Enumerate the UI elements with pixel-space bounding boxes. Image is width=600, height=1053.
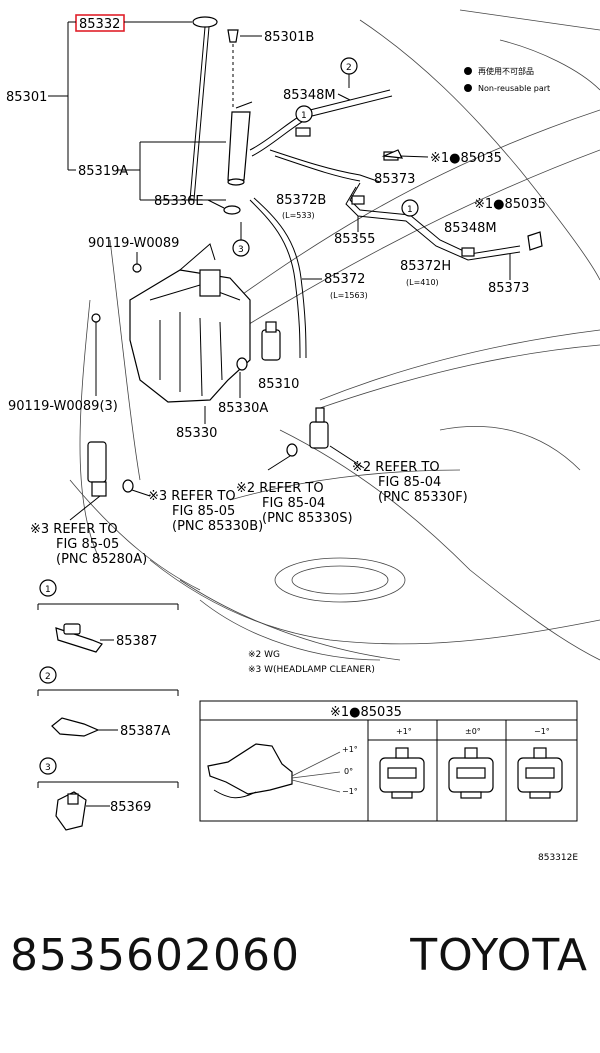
figure-code: 853312E (538, 853, 578, 863)
label-85348M-top[interactable]: 85348M (283, 88, 336, 103)
svg-text:※3 REFER TO: ※3 REFER TO (30, 522, 118, 537)
highlight-box (75, 14, 125, 32)
label-85387A[interactable]: 85387A (120, 724, 170, 739)
svg-text:(PNC 85330F): (PNC 85330F) (378, 490, 468, 505)
legend-reuse: 再使用不可部品 (478, 66, 534, 76)
svg-text:+1°: +1° (342, 745, 358, 754)
label-90119-b[interactable]: 90119-W0089(3) (8, 399, 118, 414)
callout-1-top-num: 1 (301, 111, 307, 121)
label-85035-a[interactable]: ※1●85035 (430, 151, 502, 166)
refer-85330B: ※3 REFER TO FIG 85-05 (PNC 85330B) (148, 489, 263, 534)
label-85310[interactable]: 85310 (258, 377, 299, 392)
svg-text:0°: 0° (344, 767, 353, 776)
label-85369[interactable]: 85369 (110, 800, 151, 815)
parts-diagram: 85332 85301 85301B 85319A 85336E 2 1 1 (6, 9, 600, 863)
svg-text:(PNC 85330B): (PNC 85330B) (172, 519, 263, 534)
part-number: 8535602060 (10, 930, 300, 981)
svg-text:(PNC 85330S): (PNC 85330S) (262, 511, 353, 526)
detail-title: ※1●85035 (330, 705, 402, 720)
bolt-left (91, 313, 101, 323)
footer: 8535602060 TOYOTA (0, 930, 600, 1020)
callout-3-top-num: 3 (238, 245, 244, 255)
label-85372[interactable]: 85372 (324, 272, 365, 287)
filler-neck (227, 111, 251, 181)
note-w: ※3 W(HEADLAMP CLEANER) (248, 665, 375, 675)
svg-text:±0°: ±0° (465, 727, 481, 736)
label-85330[interactable]: 85330 (176, 426, 217, 441)
svg-text:(PNC 85280A): (PNC 85280A) (56, 552, 147, 567)
svg-text:FIG 85-05: FIG 85-05 (172, 504, 235, 519)
svg-text:1: 1 (45, 585, 51, 595)
label-85372H-len: (L=410) (406, 278, 439, 287)
label-85373-b[interactable]: 85373 (488, 281, 529, 296)
seal-85336E (223, 205, 241, 215)
callout-1-mid-num: 1 (407, 205, 413, 215)
svg-text:−1°: −1° (342, 787, 358, 796)
refer-85330F: ※2 REFER TO FIG 85-04 (PNC 85330F) (352, 460, 468, 505)
brand-name: TOYOTA (410, 930, 588, 981)
label-85355[interactable]: 85355 (334, 232, 375, 247)
label-85372B[interactable]: 85372B (276, 193, 326, 208)
label-85330A[interactable]: 85330A (218, 401, 268, 416)
label-85301[interactable]: 85301 (6, 90, 47, 105)
svg-text:FIG 85-04: FIG 85-04 (378, 475, 441, 490)
label-85348M-b[interactable]: 85348M (444, 221, 497, 236)
clip-85301B (227, 29, 239, 43)
svg-text:+1°: +1° (396, 727, 412, 736)
svg-text:FIG 85-04: FIG 85-04 (262, 496, 325, 511)
callout-1-top (295, 105, 313, 123)
label-85332[interactable]: 85332 (79, 17, 120, 32)
label-90119-a[interactable]: 90119-W0089 (88, 236, 179, 251)
label-85301B[interactable]: 85301B (264, 30, 314, 45)
callout-2-top-num: 2 (346, 63, 352, 73)
callout-1-mid (401, 199, 419, 217)
cap-85332 (192, 16, 218, 28)
label-85372-len: (L=1563) (330, 291, 368, 300)
svg-text:2: 2 (45, 672, 51, 682)
svg-text:※2 REFER TO: ※2 REFER TO (236, 481, 324, 496)
label-85372B-len: (L=533) (282, 211, 315, 220)
nonreuse-dot (464, 84, 472, 92)
svg-text:FIG 85-05: FIG 85-05 (56, 537, 119, 552)
washer-tank-85330 (129, 269, 251, 403)
legend-nonreuse: Non-reusable part (478, 84, 550, 93)
label-85387[interactable]: 85387 (116, 634, 157, 649)
label-85372H[interactable]: 85372H (400, 259, 451, 274)
pump-85330F (309, 421, 329, 449)
detail-box-85035: ※1●85035 +1° ±0° −1° +1° 0° −1° (199, 700, 578, 822)
label-85373-a[interactable]: 85373 (374, 172, 415, 187)
pump-85280A (87, 441, 107, 483)
label-85035-b[interactable]: ※1●85035 (474, 197, 546, 212)
vehicle-outline (69, 9, 600, 661)
reuse-dot (464, 67, 472, 75)
refer-85330S: ※2 REFER TO FIG 85-04 (PNC 85330S) (236, 481, 353, 526)
label-85336E[interactable]: 85336E (154, 194, 204, 209)
pump-85310 (261, 329, 281, 361)
label-85319A[interactable]: 85319A (78, 164, 128, 179)
subpart-1: 1 85387 (37, 579, 179, 653)
note-wg: ※2 WG (248, 650, 280, 660)
svg-text:−1°: −1° (534, 727, 550, 736)
refer-85280A: ※3 REFER TO FIG 85-05 (PNC 85280A) (30, 522, 147, 567)
bolt-top (132, 263, 142, 273)
svg-text:※2 REFER TO: ※2 REFER TO (352, 460, 440, 475)
svg-text:※3 REFER TO: ※3 REFER TO (148, 489, 236, 504)
subpart-2: 2 85387A (37, 666, 179, 739)
svg-text:3: 3 (45, 763, 51, 773)
subpart-3: 3 85369 (37, 757, 179, 831)
